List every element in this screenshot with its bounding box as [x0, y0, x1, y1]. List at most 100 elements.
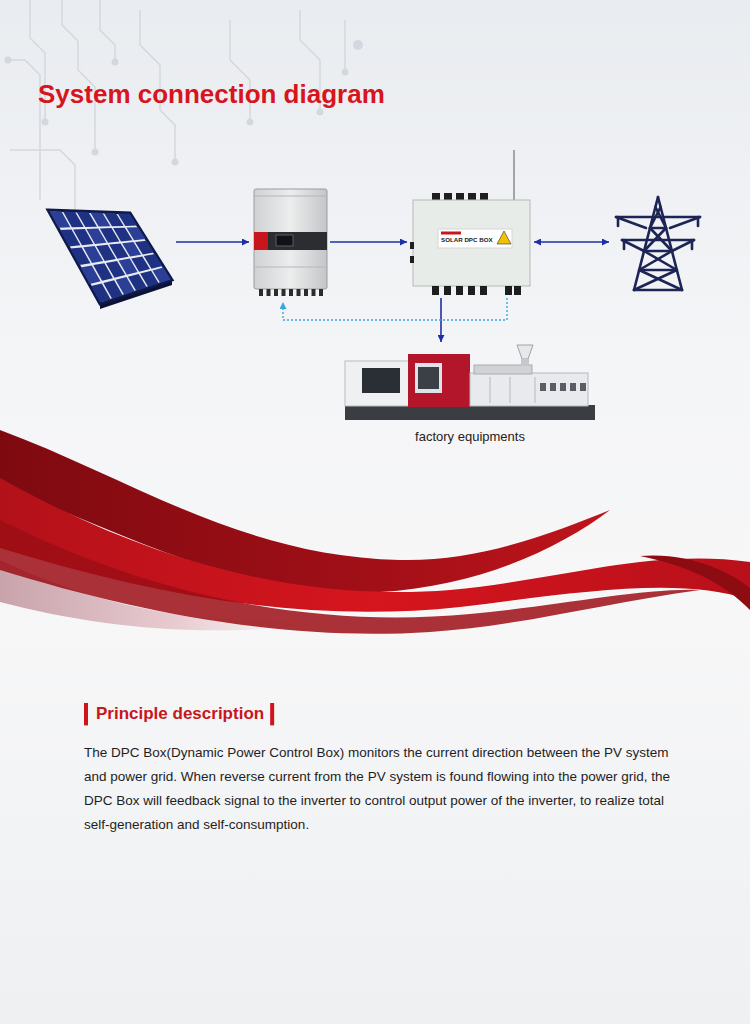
heading-bar [84, 703, 88, 725]
circuit-dot [172, 159, 179, 166]
description-text: The DPC Box(Dynamic Power Control Box) m… [84, 741, 682, 837]
box-label: SOLAR DPC BOX [441, 236, 493, 243]
cable-gland [514, 286, 521, 295]
inverter-terminal [267, 289, 271, 296]
page-title: System connection diagram [38, 79, 385, 110]
machine-guard [345, 361, 411, 406]
panel-cell [153, 268, 171, 283]
tower-strut [639, 251, 672, 270]
inverter-terminal [319, 289, 323, 296]
cable-gland [410, 256, 414, 263]
machine-hopper [521, 359, 529, 366]
flow-arrow [534, 241, 609, 243]
inverter-body [254, 189, 327, 289]
circuit-trace [100, 0, 115, 60]
dpc-box: SOLAR DPC BOX [410, 192, 533, 297]
feedback-connector [283, 298, 507, 320]
tower-strut [670, 217, 700, 228]
tower-strut [617, 217, 620, 226]
panel-cell [118, 213, 137, 226]
panel-cell [144, 254, 163, 269]
tower-strut [639, 269, 677, 272]
antenna [513, 150, 515, 200]
machine-window [418, 367, 439, 389]
tower-strut [697, 217, 700, 226]
solar-panel [45, 200, 175, 308]
cable-gland [456, 286, 463, 295]
circuit-dot [317, 109, 324, 116]
cable-gland [444, 286, 451, 295]
machine-base [345, 405, 595, 420]
tower-strut [644, 228, 666, 251]
inverter [252, 187, 329, 299]
tower-strut [616, 217, 646, 228]
factory-equipment: factory equipments [340, 345, 600, 450]
machine-unit [470, 373, 588, 406]
machine-panel [560, 383, 566, 391]
tower-strut [622, 240, 644, 251]
circuit-dot [112, 59, 119, 66]
circuit-trace [8, 60, 40, 200]
inverter-display [276, 235, 293, 246]
grid-tower-art [612, 195, 704, 292]
dpc-sticker [438, 229, 512, 248]
inverter-terminal [259, 289, 263, 296]
dpc-enclosure [413, 200, 530, 286]
inverter-terminal [297, 289, 301, 296]
inverter-terminal [289, 289, 293, 296]
inverter-lid [254, 196, 327, 197]
machine-hopper [517, 345, 533, 359]
circuit-trace [10, 150, 75, 240]
flow-arrow [330, 241, 407, 243]
tower-strut [616, 216, 700, 219]
inverter-terminal [304, 289, 308, 296]
cable-gland [410, 242, 414, 249]
tower-strut [623, 240, 626, 249]
machine-barrel [474, 365, 532, 374]
inverter-terminal [312, 289, 316, 296]
tower-strut [691, 240, 694, 249]
machine-panel [570, 383, 576, 391]
section-heading: Principle description [96, 704, 264, 724]
circuit-trace [344, 20, 346, 70]
tower-strut [634, 270, 677, 290]
inverter-terminal [274, 289, 278, 296]
tower-strut [650, 207, 661, 228]
panel-cell [135, 241, 154, 255]
machine-panel [580, 383, 586, 391]
machine-panel [550, 383, 556, 391]
circuit-dot [92, 149, 99, 156]
tower-strut [644, 250, 672, 253]
heading-bar [270, 703, 274, 725]
cable-gland [432, 286, 439, 295]
grid-tower [612, 195, 704, 292]
circuit-dot [353, 40, 363, 50]
warning-sign [497, 231, 511, 244]
tower-strut [639, 270, 682, 290]
swoosh-band [0, 520, 700, 634]
tower-strut [634, 289, 682, 292]
inverter-logo [254, 232, 268, 250]
panel-cell [126, 227, 145, 240]
machine-seam [510, 377, 511, 403]
cable-gland [505, 286, 512, 295]
machine-seam [490, 377, 491, 403]
machine-door [415, 363, 442, 393]
machine-panel [540, 383, 546, 391]
cable-gland [480, 286, 487, 295]
circuit-dot [5, 57, 12, 64]
circuit-dot [342, 69, 349, 76]
circuit-trace [62, 0, 95, 150]
inverter-terminal [282, 289, 286, 296]
swoosh-band [640, 555, 750, 610]
dpc-box-art [410, 192, 533, 297]
tower-strut [622, 239, 694, 242]
solar-panel-art [45, 200, 175, 308]
panel-frame [48, 210, 172, 304]
cable-gland [468, 286, 475, 295]
tower-strut [655, 207, 666, 228]
machine-seam [535, 377, 536, 403]
